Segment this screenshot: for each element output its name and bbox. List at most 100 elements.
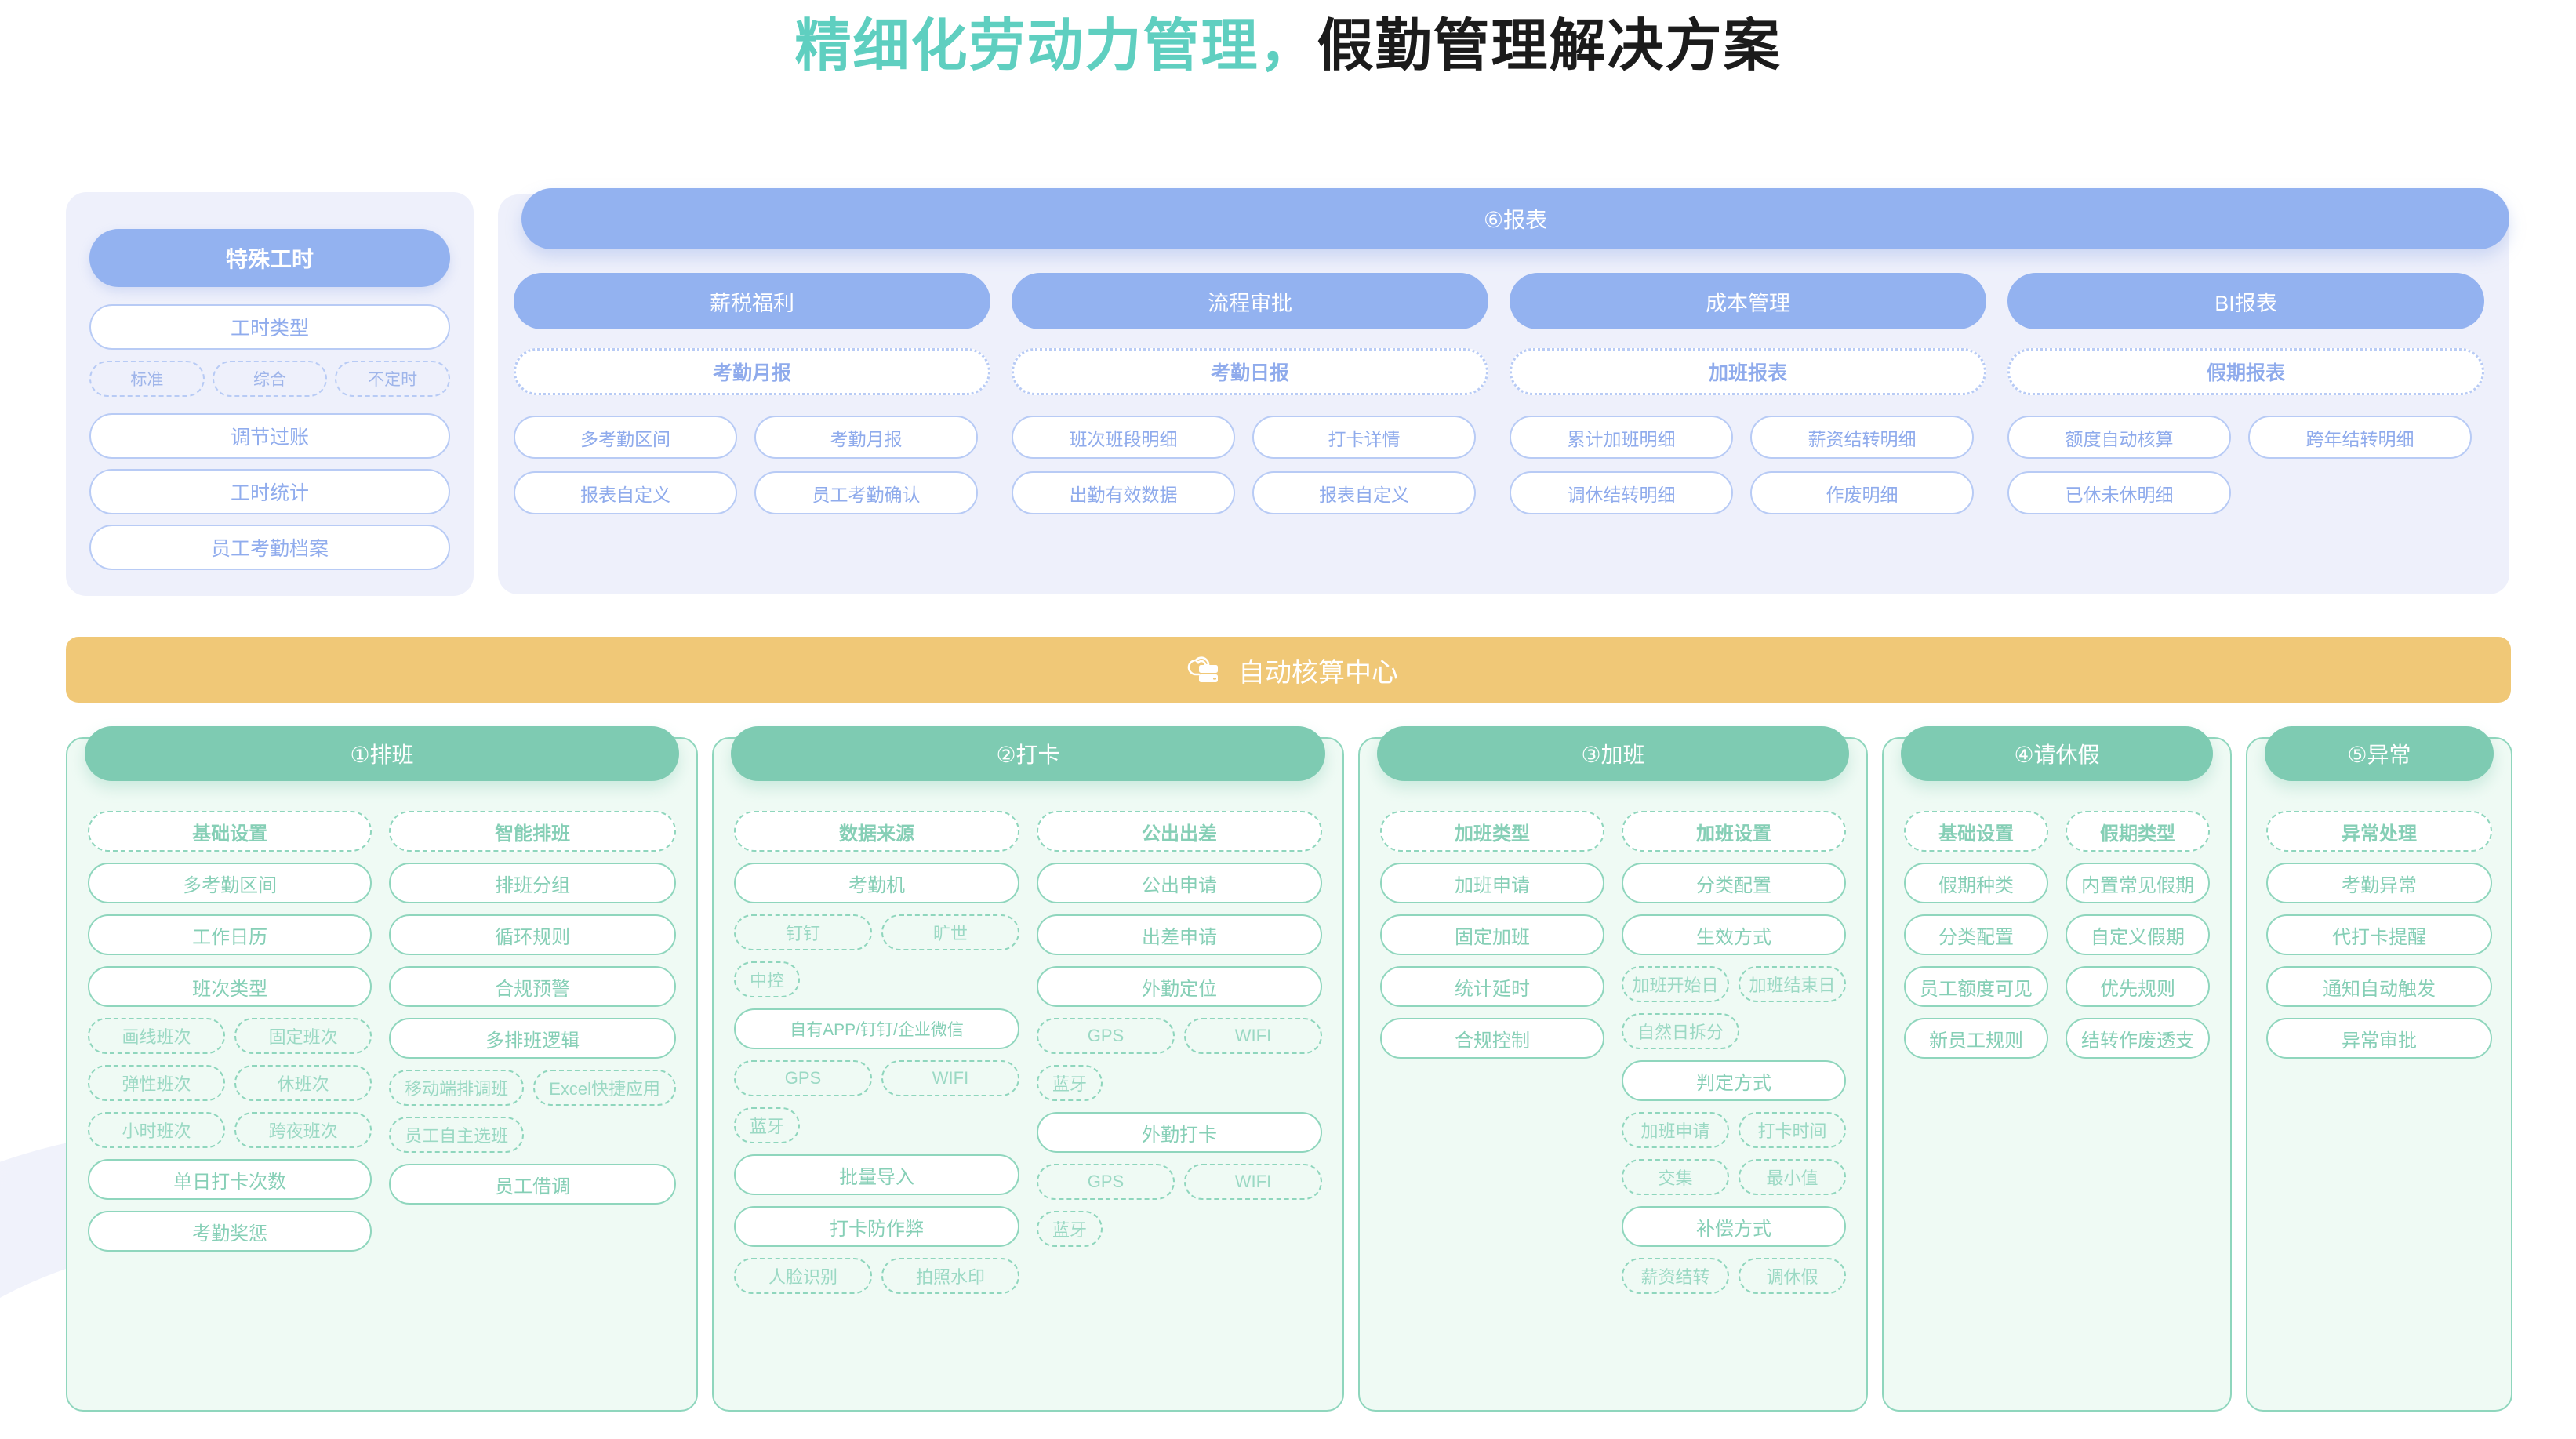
report-item[interactable]: 累计加班明细 bbox=[1510, 416, 1733, 459]
report-item[interactable]: 出勤有效数据 bbox=[1012, 471, 1235, 514]
module-chip[interactable]: 加班申请 bbox=[1380, 863, 1604, 903]
module-chip[interactable]: 旷世 bbox=[881, 914, 1019, 950]
module-chip[interactable]: 固定加班 bbox=[1380, 914, 1604, 955]
module-chip[interactable]: 考勤异常 bbox=[2266, 863, 2492, 903]
report-item[interactable]: 跨年结转明细 bbox=[2248, 416, 2472, 459]
module-chip[interactable]: 通知自动触发 bbox=[2266, 966, 2492, 1007]
module-chip[interactable]: 员工额度可见 bbox=[1904, 966, 2048, 1007]
module-chip[interactable]: 员工借调 bbox=[389, 1164, 676, 1205]
special-hours-tag-2[interactable]: 不定时 bbox=[335, 361, 451, 397]
module-chip[interactable]: 外勤打卡 bbox=[1037, 1112, 1322, 1153]
special-hours-item-0[interactable]: 工时类型 bbox=[89, 304, 450, 350]
module-chip[interactable]: 异常审批 bbox=[2266, 1018, 2492, 1059]
module-chip[interactable]: 排班分组 bbox=[389, 863, 676, 903]
module-chip[interactable]: 交集 bbox=[1622, 1159, 1729, 1195]
module-chip[interactable]: 自然日拆分 bbox=[1622, 1013, 1740, 1049]
module-chip[interactable]: 优先规则 bbox=[2066, 966, 2210, 1007]
report-item[interactable]: 考勤月报 bbox=[754, 416, 978, 459]
module-chip[interactable]: 结转作废透支 bbox=[2066, 1018, 2210, 1059]
report-group-header[interactable]: 成本管理 bbox=[1510, 273, 1986, 329]
module-chip[interactable]: 加班结束日 bbox=[1739, 966, 1846, 1002]
module-chip[interactable]: 分类配置 bbox=[1622, 863, 1846, 903]
report-item[interactable]: 薪资结转明细 bbox=[1750, 416, 1974, 459]
module-chip[interactable]: 跨夜班次 bbox=[234, 1112, 372, 1148]
report-item[interactable]: 多考勤区间 bbox=[514, 416, 737, 459]
module-chip[interactable]: 加班申请 bbox=[1622, 1112, 1729, 1148]
module-chip[interactable]: 蓝牙 bbox=[1037, 1211, 1103, 1247]
report-group-header[interactable]: 薪税福利 bbox=[514, 273, 990, 329]
module-subheader[interactable]: 基础设置 bbox=[1904, 811, 2048, 852]
report-item[interactable]: 额度自动核算 bbox=[2007, 416, 2231, 459]
module-chip[interactable]: 循环规则 bbox=[389, 914, 676, 955]
report-group-subheader[interactable]: 考勤日报 bbox=[1012, 348, 1488, 395]
special-hours-tag-1[interactable]: 综合 bbox=[212, 361, 328, 397]
special-hours-tag-0[interactable]: 标准 bbox=[89, 361, 205, 397]
module-subheader[interactable]: 加班类型 bbox=[1380, 811, 1604, 852]
module-chip[interactable]: 休班次 bbox=[234, 1065, 372, 1101]
module-chip[interactable]: 画线班次 bbox=[88, 1018, 226, 1054]
module-chip[interactable]: 打卡防作弊 bbox=[734, 1206, 1019, 1247]
module-chip[interactable]: 工作日历 bbox=[88, 914, 372, 955]
module-subheader[interactable]: 加班设置 bbox=[1622, 811, 1846, 852]
report-group-subheader[interactable]: 考勤月报 bbox=[514, 348, 990, 395]
report-item[interactable]: 报表自定义 bbox=[1252, 471, 1476, 514]
module-chip[interactable]: 外勤定位 bbox=[1037, 966, 1322, 1007]
module-chip[interactable]: 打卡时间 bbox=[1739, 1112, 1846, 1148]
report-item[interactable]: 作废明细 bbox=[1750, 471, 1974, 514]
module-subheader[interactable]: 基础设置 bbox=[88, 811, 372, 852]
module-chip[interactable]: 批量导入 bbox=[734, 1154, 1019, 1195]
module-chip[interactable]: 中控 bbox=[734, 961, 801, 997]
module-chip[interactable]: 小时班次 bbox=[88, 1112, 226, 1148]
module-chip[interactable]: 最小值 bbox=[1739, 1159, 1846, 1195]
module-chip[interactable]: 固定班次 bbox=[234, 1018, 372, 1054]
module-subheader[interactable]: 假期类型 bbox=[2066, 811, 2210, 852]
module-chip[interactable]: 合规预警 bbox=[389, 966, 676, 1007]
module-chip[interactable]: 加班开始日 bbox=[1622, 966, 1729, 1002]
report-item[interactable]: 调休结转明细 bbox=[1510, 471, 1733, 514]
module-chip[interactable]: GPS bbox=[1037, 1164, 1175, 1200]
report-item[interactable]: 员工考勤确认 bbox=[754, 471, 978, 514]
report-group-subheader[interactable]: 假期报表 bbox=[2007, 348, 2484, 395]
module-chip[interactable]: 统计延时 bbox=[1380, 966, 1604, 1007]
special-hours-item-1[interactable]: 调节过账 bbox=[89, 413, 450, 459]
report-item[interactable]: 班次班段明细 bbox=[1012, 416, 1235, 459]
module-chip[interactable]: 薪资结转 bbox=[1622, 1258, 1729, 1294]
report-item[interactable]: 打卡详情 bbox=[1252, 416, 1476, 459]
module-chip[interactable]: 考勤奖惩 bbox=[88, 1211, 372, 1252]
module-chip[interactable]: 移动端排调班 bbox=[389, 1070, 525, 1106]
report-item[interactable]: 报表自定义 bbox=[514, 471, 737, 514]
module-subheader[interactable]: 数据来源 bbox=[734, 811, 1019, 852]
module-chip[interactable]: 判定方式 bbox=[1622, 1060, 1846, 1101]
module-chip[interactable]: 自有APP/钉钉/企业微信 bbox=[734, 1008, 1019, 1049]
special-hours-item-2[interactable]: 工时统计 bbox=[89, 469, 450, 514]
module-chip[interactable]: 新员工规则 bbox=[1904, 1018, 2048, 1059]
module-chip[interactable]: GPS bbox=[734, 1060, 872, 1096]
report-group-header[interactable]: 流程审批 bbox=[1012, 273, 1488, 329]
module-chip[interactable]: WIFI bbox=[881, 1060, 1019, 1096]
module-chip[interactable]: 员工自主选班 bbox=[389, 1117, 525, 1153]
module-subheader[interactable]: 公出出差 bbox=[1037, 811, 1322, 852]
module-chip[interactable]: 钉钉 bbox=[734, 914, 872, 950]
module-chip[interactable]: 合规控制 bbox=[1380, 1018, 1604, 1059]
module-chip[interactable]: GPS bbox=[1037, 1018, 1175, 1054]
module-chip[interactable]: 拍照水印 bbox=[881, 1258, 1019, 1294]
module-chip[interactable]: Excel快捷应用 bbox=[533, 1070, 676, 1106]
module-chip[interactable]: 弹性班次 bbox=[88, 1065, 226, 1101]
report-group-header[interactable]: BI报表 bbox=[2007, 273, 2484, 329]
module-chip[interactable]: 考勤机 bbox=[734, 863, 1019, 903]
module-chip[interactable]: 假期种类 bbox=[1904, 863, 2048, 903]
module-chip[interactable]: 代打卡提醒 bbox=[2266, 914, 2492, 955]
report-group-subheader[interactable]: 加班报表 bbox=[1510, 348, 1986, 395]
module-chip[interactable]: 分类配置 bbox=[1904, 914, 2048, 955]
module-chip[interactable]: 生效方式 bbox=[1622, 914, 1846, 955]
module-subheader[interactable]: 智能排班 bbox=[389, 811, 676, 852]
module-chip[interactable]: 班次类型 bbox=[88, 966, 372, 1007]
module-chip[interactable]: 自定义假期 bbox=[2066, 914, 2210, 955]
module-chip[interactable]: 人脸识别 bbox=[734, 1258, 872, 1294]
module-chip[interactable]: 调休假 bbox=[1739, 1258, 1846, 1294]
special-hours-item-3[interactable]: 员工考勤档案 bbox=[89, 525, 450, 570]
module-chip[interactable]: 补偿方式 bbox=[1622, 1206, 1846, 1247]
module-chip[interactable]: WIFI bbox=[1184, 1164, 1322, 1200]
module-chip[interactable]: 多排班逻辑 bbox=[389, 1018, 676, 1059]
module-chip[interactable]: 公出申请 bbox=[1037, 863, 1322, 903]
